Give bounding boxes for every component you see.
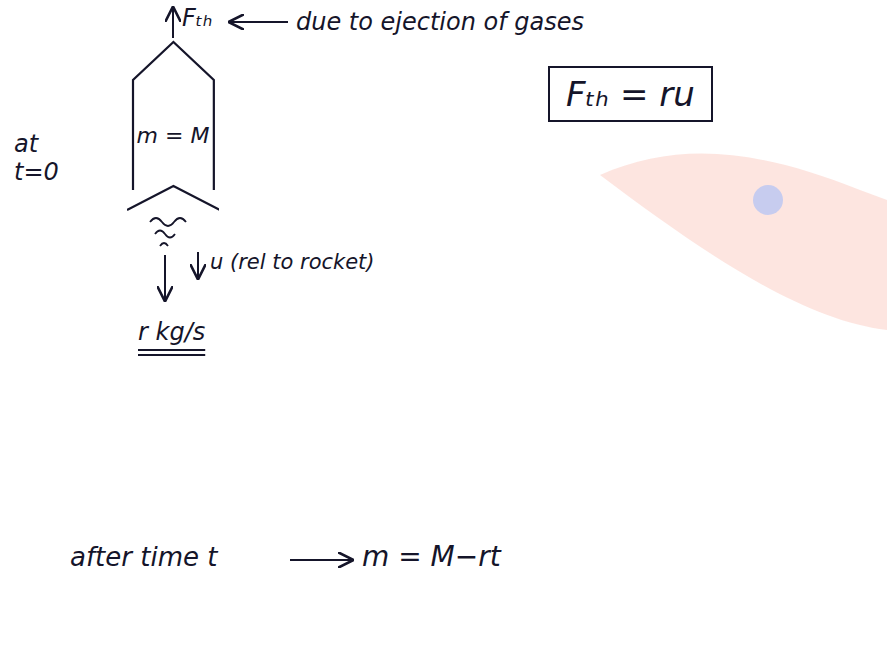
mass-flow-arrow [164, 255, 166, 300]
rocket-fins [127, 186, 220, 210]
node-text: Fₜₕ = ru [566, 74, 695, 114]
underline [138, 349, 205, 351]
watermark-dot [753, 185, 783, 215]
time-note: at t=0 [14, 130, 74, 186]
force-symbol: Fₜₕ [182, 4, 212, 32]
after-note: after time t [70, 542, 217, 572]
underline [138, 354, 205, 356]
mass-formula: m = M−rt [362, 540, 501, 573]
thrust-arrow [172, 8, 174, 38]
formula-box: Fₜₕ = ru [548, 66, 713, 122]
mass-rate-label: r kg/s [138, 318, 205, 346]
velocity-label: u (rel to rocket) [210, 250, 375, 274]
rocket-body: m = M [127, 40, 220, 212]
watermark-shape [600, 154, 887, 330]
velocity-arrow [197, 252, 199, 278]
node-text: m = M [137, 123, 210, 148]
time-arrow [290, 559, 352, 561]
note-text: due to ejection of gases [296, 8, 584, 36]
exhaust-gases [150, 218, 186, 246]
rocket-hull [133, 42, 214, 190]
pointer-arrow [230, 21, 288, 23]
